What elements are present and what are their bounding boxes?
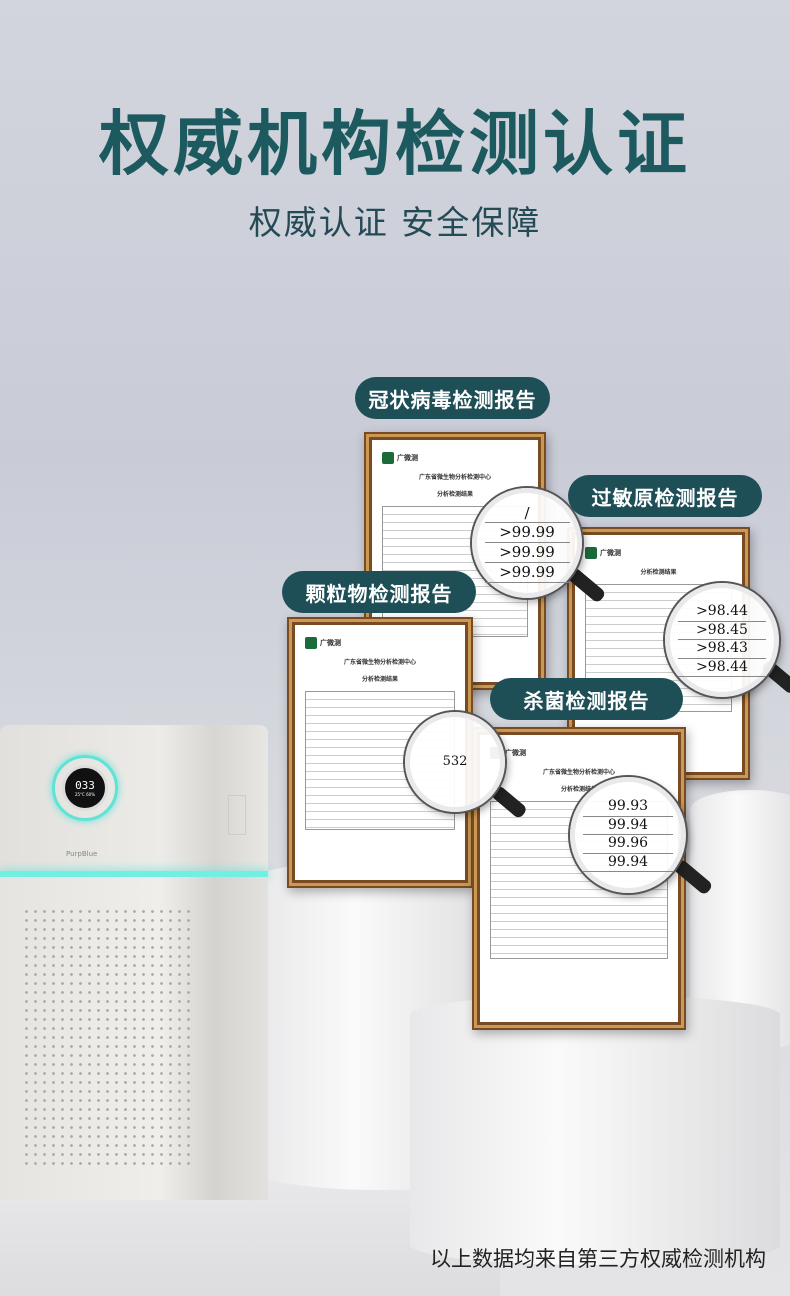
- value: >98.44: [677, 659, 767, 677]
- magnifier-allergen: >98.44 >98.45 >98.43 >98.44: [665, 583, 779, 697]
- value: >99.99: [484, 563, 570, 583]
- value: >99.99: [484, 543, 570, 563]
- cert-heading: 分析检测结果: [560, 786, 597, 793]
- cert-org: 广东省微生物分析检测中心: [343, 659, 416, 666]
- purifier-top: [0, 725, 268, 875]
- value: 99.96: [582, 835, 674, 854]
- magnifier-sterilization: 99.93 99.94 99.96 99.94: [570, 777, 686, 893]
- cert-heading: 分析检测结果: [436, 491, 473, 498]
- lab-name: 广微测: [320, 639, 341, 647]
- light-band: [0, 871, 268, 877]
- lab-logo-icon: [382, 452, 394, 464]
- label-coronavirus-report: 冠状病毒检测报告: [355, 377, 550, 419]
- lab-name: 广微测: [505, 749, 526, 757]
- cert-heading: 分析检测结果: [640, 569, 677, 576]
- label-allergen-report: 过敏原检测报告: [568, 475, 762, 517]
- value: >98.43: [677, 640, 767, 659]
- value: 532: [442, 753, 468, 769]
- cert-org: 广东省微生物分析检测中心: [542, 769, 615, 776]
- value: 99.94: [582, 854, 674, 872]
- display-pm-value: 033: [75, 779, 95, 792]
- magnifier-coronavirus: / >99.99 >99.99 >99.99: [472, 488, 582, 598]
- cert-heading: 分析检测结果: [361, 676, 398, 683]
- purifier-body: [0, 877, 268, 1200]
- value: >98.44: [677, 603, 767, 622]
- display-screen: 033 25°C 60%: [62, 765, 108, 811]
- value: /: [484, 504, 570, 524]
- side-button-panel[interactable]: [228, 795, 246, 835]
- label-particulate-report: 颗粒物检测报告: [282, 571, 476, 613]
- lab-name: 广微测: [600, 549, 621, 557]
- page-title: 权威机构检测认证: [99, 103, 691, 185]
- magnifier-particulate: 532: [405, 712, 505, 812]
- air-intake-grille: [22, 907, 192, 1167]
- lab-logo-icon: [305, 637, 317, 649]
- value: 99.93: [582, 798, 674, 817]
- display-temp-humidity: 25°C 60%: [74, 792, 96, 797]
- footer-note: 以上数据均来自第三方权威检测机构: [430, 1247, 766, 1271]
- cert-org: 广东省微生物分析检测中心: [418, 474, 491, 481]
- air-purifier: 033 25°C 60% PurpBlue: [0, 725, 268, 1200]
- page-subtitle: 权威认证 安全保障: [248, 203, 542, 242]
- display-ring: 033 25°C 60%: [52, 755, 118, 821]
- pedestal: [410, 995, 780, 1265]
- value: >99.99: [484, 523, 570, 543]
- brand-logo: PurpBlue: [66, 850, 98, 858]
- value: >98.45: [677, 622, 767, 640]
- label-sterilization-report: 杀菌检测报告: [490, 678, 683, 720]
- value: 99.94: [582, 817, 674, 835]
- lab-name: 广微测: [397, 454, 418, 462]
- lab-logo-icon: [585, 547, 597, 559]
